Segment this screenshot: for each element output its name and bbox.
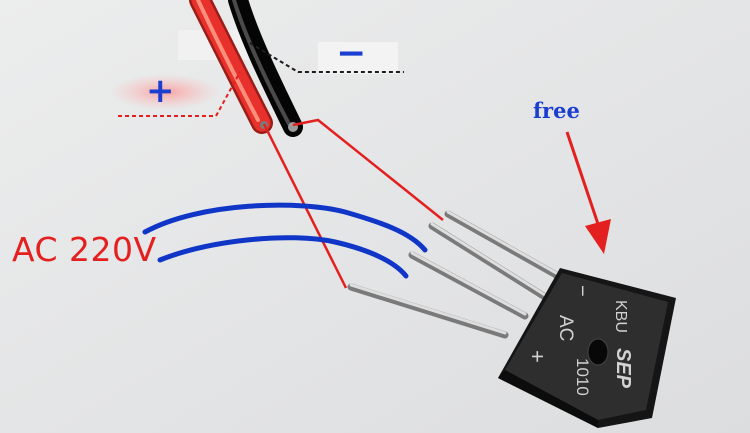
chip-minus-marking: − xyxy=(571,285,593,297)
ac-voltage-label: AC 220V xyxy=(12,230,157,269)
pin-4-highlight xyxy=(446,210,567,280)
black-wire xyxy=(228,0,303,137)
red-connector-line xyxy=(292,118,444,221)
pin-4 xyxy=(444,210,569,284)
wires xyxy=(189,0,303,137)
plus-dashed-line xyxy=(118,71,241,117)
negative-label: − xyxy=(336,33,367,74)
ac-curve-bottom xyxy=(157,235,409,279)
chip-model-marking: 1010 xyxy=(573,358,592,396)
free-label: free xyxy=(533,98,580,123)
chip-brand-marking: SEP xyxy=(612,348,634,389)
chip-plus-marking: + xyxy=(525,350,550,363)
mounting-hole xyxy=(587,338,609,366)
rectifier-pins xyxy=(347,210,569,339)
chip-ac-marking: AC xyxy=(555,315,576,342)
chip-series-marking: KBU xyxy=(612,300,629,333)
pin-2 xyxy=(408,251,529,320)
ac-curve-top xyxy=(142,202,428,253)
positive-label: + xyxy=(146,71,175,111)
red-wire-highlight xyxy=(196,0,260,122)
black-wire-highlight xyxy=(232,0,291,126)
pin-1-highlight xyxy=(349,283,507,335)
arrow-down xyxy=(565,131,611,254)
label-patch xyxy=(318,42,398,74)
bridge-rectifier-chip xyxy=(498,268,676,428)
plus-glow xyxy=(110,74,220,110)
red-wire-body xyxy=(191,0,271,132)
pin-2-highlight xyxy=(410,251,527,316)
minus-dashed-line xyxy=(249,42,404,73)
pin-3-highlight xyxy=(430,222,547,297)
blue-ac-curves xyxy=(142,202,428,279)
pin-1 xyxy=(347,283,509,339)
pin-3 xyxy=(428,222,549,301)
